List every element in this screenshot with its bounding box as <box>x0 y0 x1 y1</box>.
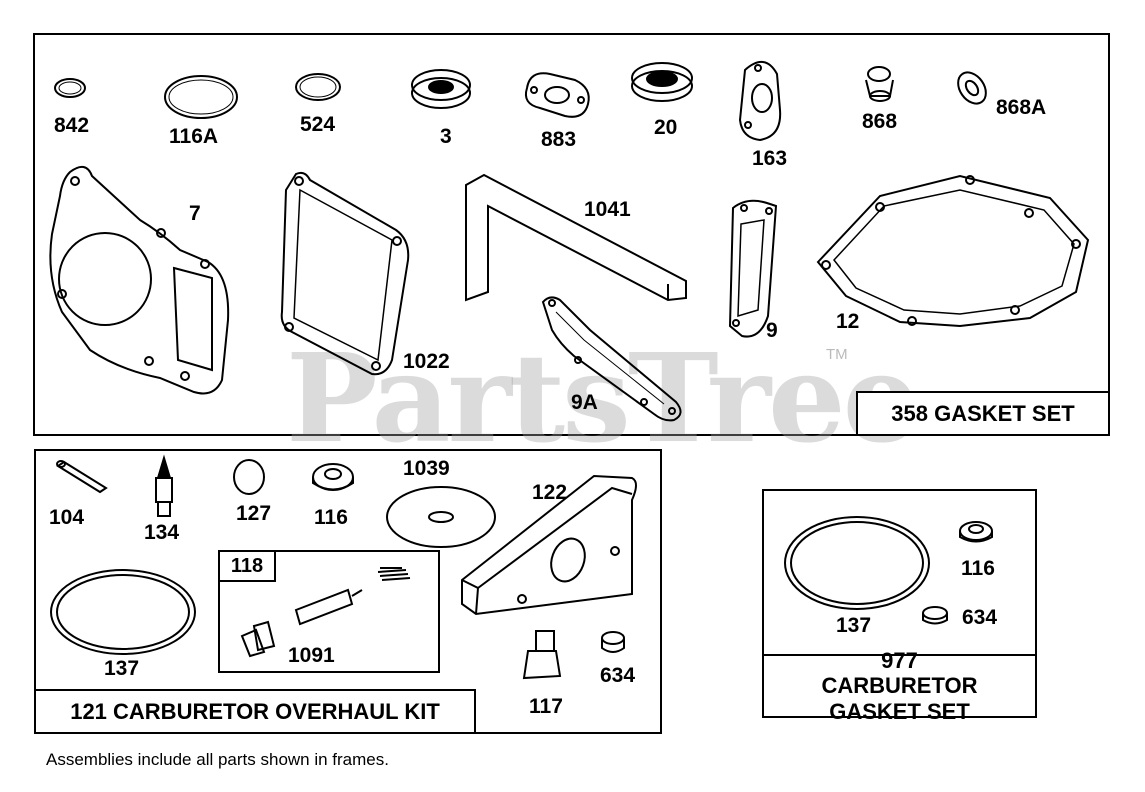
part-label-1091: 1091 <box>288 644 335 667</box>
part-label-868A: 868A <box>996 96 1047 119</box>
gasket-9-icon <box>728 199 778 338</box>
gasket-12-icon <box>816 174 1090 328</box>
part-label-868: 868 <box>862 110 898 133</box>
pin-104-icon <box>56 460 108 494</box>
gasket-883-icon <box>524 72 590 118</box>
part-label-137b: 137 <box>836 614 872 637</box>
bracket-1041-icon <box>465 173 687 302</box>
inner-kit-118-frame <box>218 550 440 673</box>
part-label-634b: 634 <box>962 606 998 629</box>
washer-868A-icon <box>957 71 987 105</box>
part-label-137: 137 <box>104 657 140 680</box>
part-label-1039: 1039 <box>403 457 450 480</box>
part-label-20: 20 <box>654 116 678 139</box>
part-label-634: 634 <box>600 664 636 687</box>
part-label-116: 116 <box>314 506 348 529</box>
seal-3-icon <box>411 69 471 109</box>
part-label-9A: 9A <box>571 391 598 414</box>
kit-caption-977-carburetor-gasket-set: 977 CARBURETOR GASKET SET <box>762 648 1037 724</box>
kit-caption-358-gasket-set: 358 GASKET SET <box>856 391 1110 436</box>
part-label-7: 7 <box>189 202 201 225</box>
part-label-3: 3 <box>440 125 452 148</box>
part-label-1022: 1022 <box>403 350 450 373</box>
watermark-trademark: TM <box>826 346 848 363</box>
washer-634b-icon <box>922 606 948 625</box>
part-label-134: 134 <box>144 521 180 544</box>
gasket-137b-icon <box>784 516 930 610</box>
gasket-137-icon <box>50 569 196 655</box>
kit-caption-121-carburetor-overhaul-kit: 121 CARBURETOR OVERHAUL KIT <box>34 689 476 734</box>
part-label-524: 524 <box>300 113 336 136</box>
plug-127-icon <box>233 459 265 495</box>
kit-caption-118: 118 <box>218 550 276 582</box>
part-label-12: 12 <box>836 310 860 333</box>
oring-842-icon <box>54 78 86 98</box>
part-label-163: 163 <box>752 147 788 170</box>
head-gasket-7-icon <box>49 165 230 395</box>
gasket-9A-icon <box>541 296 682 422</box>
part-label-883: 883 <box>541 128 577 151</box>
valve-seal-868-icon <box>865 66 894 102</box>
gasket-163-icon <box>738 61 782 142</box>
part-label-116A: 116A <box>169 125 219 148</box>
idle-screw-1091-icon <box>240 567 411 658</box>
washer-116-icon <box>312 463 354 491</box>
part-label-9: 9 <box>766 319 778 342</box>
part-label-104: 104 <box>49 506 85 529</box>
jet-117-icon <box>522 630 562 680</box>
gasket-1022-icon <box>280 171 410 376</box>
gasket-set-frame <box>33 33 1110 436</box>
spacer-122-icon <box>461 474 637 616</box>
footnote: Assemblies include all parts shown in fr… <box>46 750 389 769</box>
part-label-127: 127 <box>236 502 272 525</box>
needle-valve-134-icon <box>155 454 173 517</box>
part-label-1041: 1041 <box>584 198 631 221</box>
oring-116A-icon <box>164 75 238 119</box>
washer-116b-icon <box>959 521 993 543</box>
seal-20-icon <box>631 62 693 102</box>
part-label-842: 842 <box>54 114 90 137</box>
diaphragm-1039-icon <box>386 486 496 548</box>
part-label-117: 117 <box>529 695 563 718</box>
part-label-122: 122 <box>532 481 568 504</box>
oring-524-icon <box>295 73 341 101</box>
part-label-116b: 116 <box>961 557 995 580</box>
washer-634-icon <box>601 631 625 653</box>
